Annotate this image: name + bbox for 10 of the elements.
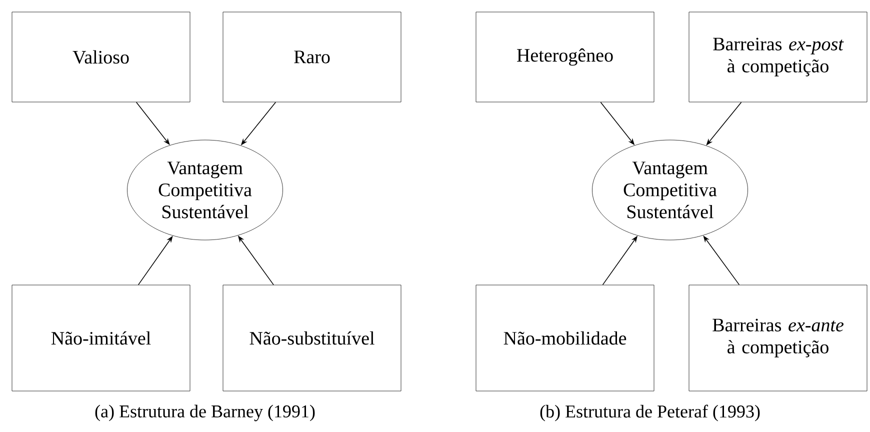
text-box: Não-imitável — [12, 284, 190, 392]
caption: (a) Estrutura de Barney (1991) — [95, 404, 315, 422]
text-box: Barreiras ex-post à competição — [688, 12, 868, 102]
text-box: Valioso — [12, 12, 190, 102]
text-box: Raro — [222, 12, 402, 102]
text-box: Não-mobilidade — [476, 284, 654, 392]
text-box: Heterogêneo — [476, 12, 654, 102]
text-box: Não-substituível — [222, 284, 402, 392]
caption: (b) Estrutura de Peteraf (1993) — [540, 404, 760, 422]
text-box: Barreiras ex-ante à competição — [688, 284, 868, 392]
